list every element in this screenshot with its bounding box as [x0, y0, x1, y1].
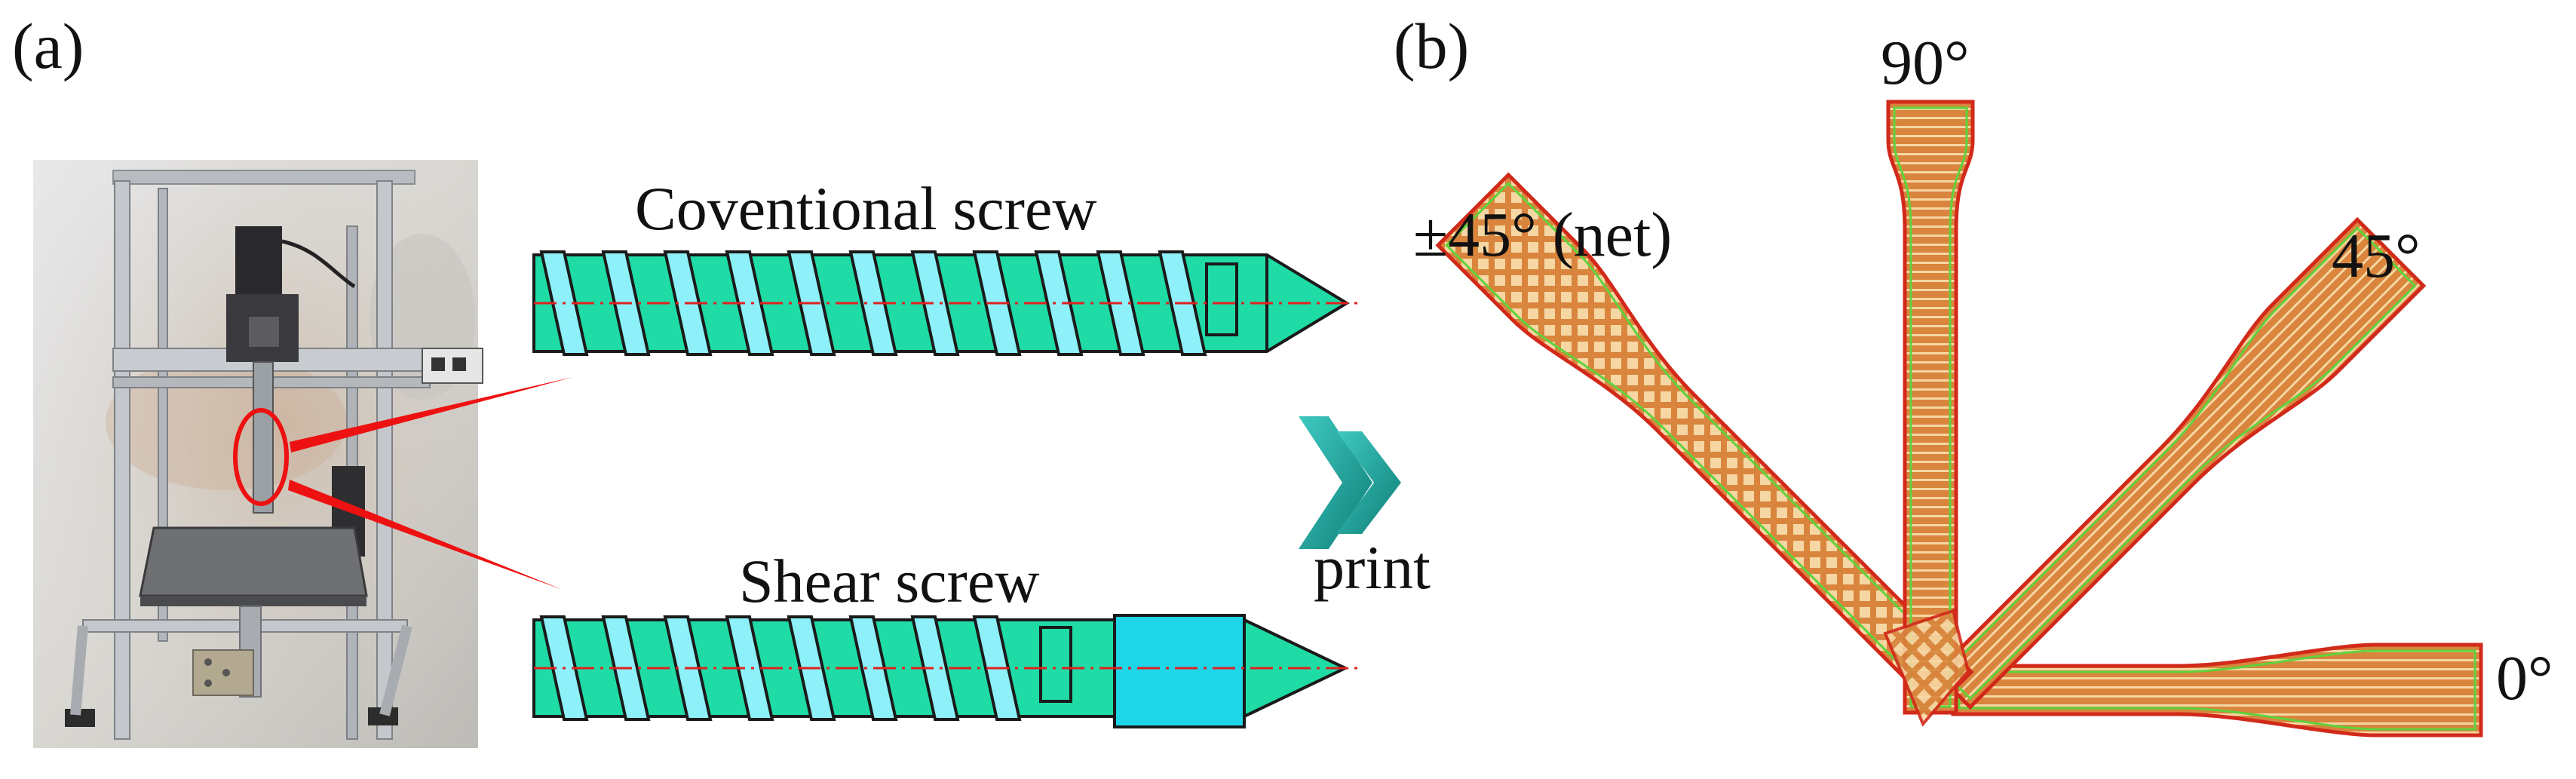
shear-screw-label: Shear screw [739, 547, 1040, 615]
angle-label-45: 45° [2332, 221, 2421, 291]
print-label: print [1314, 533, 1431, 602]
double-chevron-right-icon [1299, 416, 1401, 549]
conventional-screw [532, 250, 1362, 356]
conventional-screw-label: Coventional screw [635, 174, 1097, 243]
panel-a-label: (a) [12, 10, 84, 82]
specimen-90deg [1886, 100, 1975, 715]
specimen-0deg [1951, 643, 2483, 738]
specimen-overlap [1883, 609, 1970, 727]
specimen-45deg [1933, 216, 2427, 710]
panel-b-label: (b) [1394, 10, 1470, 82]
angle-label-0: 0° [2496, 643, 2553, 713]
angle-label-45-net: ±45° (net) [1413, 200, 1673, 270]
shear-screw [532, 614, 1362, 728]
specimen-45deg-net [1435, 172, 1974, 711]
printer-photo [33, 160, 483, 748]
angle-label-90: 90° [1881, 28, 1970, 98]
callout-arrows [288, 377, 573, 590]
